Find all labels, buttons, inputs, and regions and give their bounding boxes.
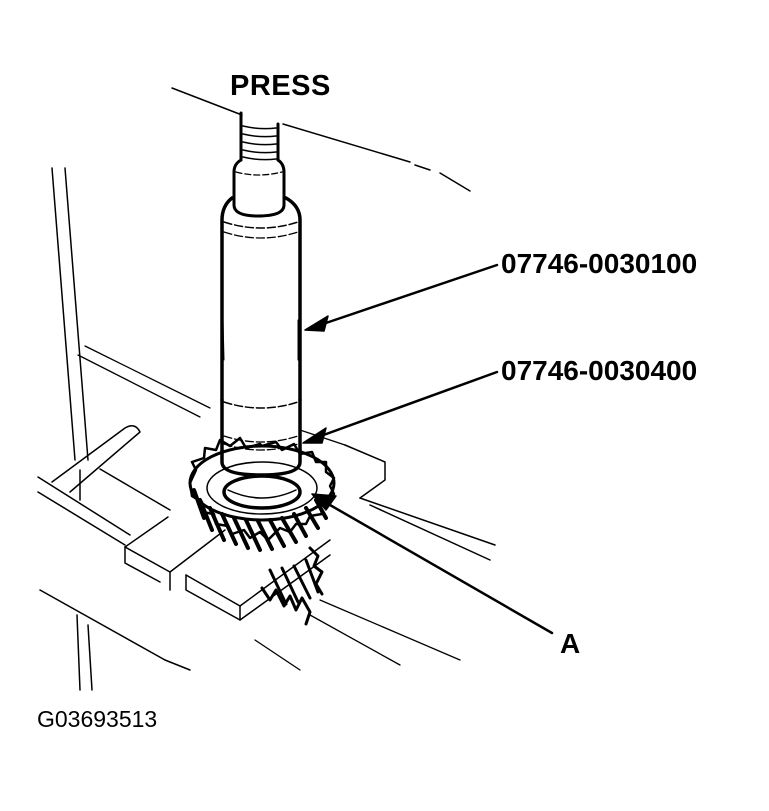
support-block-left [124, 516, 226, 591]
press-right-rails [254, 599, 461, 671]
press-plate-edge [171, 87, 471, 192]
arrowhead-a [311, 493, 337, 511]
press-label: PRESS [230, 70, 331, 102]
ram-threads [242, 125, 277, 161]
lower-gear-teeth [260, 546, 324, 626]
tool-07746-0030100-body [220, 196, 302, 402]
leader-tool1 [318, 263, 499, 327]
press-rear-rails [77, 345, 346, 446]
leader-a [328, 503, 554, 635]
tool-07746-0030400-label: 07746-0030400 [501, 355, 698, 386]
gear-helical-teeth-shading [192, 488, 328, 552]
arrowhead-tool1 [304, 315, 329, 332]
press-ram-threaded [239, 111, 280, 162]
figure-id-label: G03693513 [37, 706, 158, 732]
tool-07746-0030400 [220, 398, 302, 477]
press-left-rails [37, 476, 191, 671]
tool-07746-0030100-label: 07746-0030100 [501, 248, 698, 279]
part-a-label: A [560, 628, 581, 659]
handle-bar [51, 425, 171, 511]
press-frame-posts [51, 167, 93, 691]
ram-collar [232, 158, 286, 218]
arrowhead-tool2 [302, 427, 327, 444]
leader-tool2 [316, 370, 499, 439]
